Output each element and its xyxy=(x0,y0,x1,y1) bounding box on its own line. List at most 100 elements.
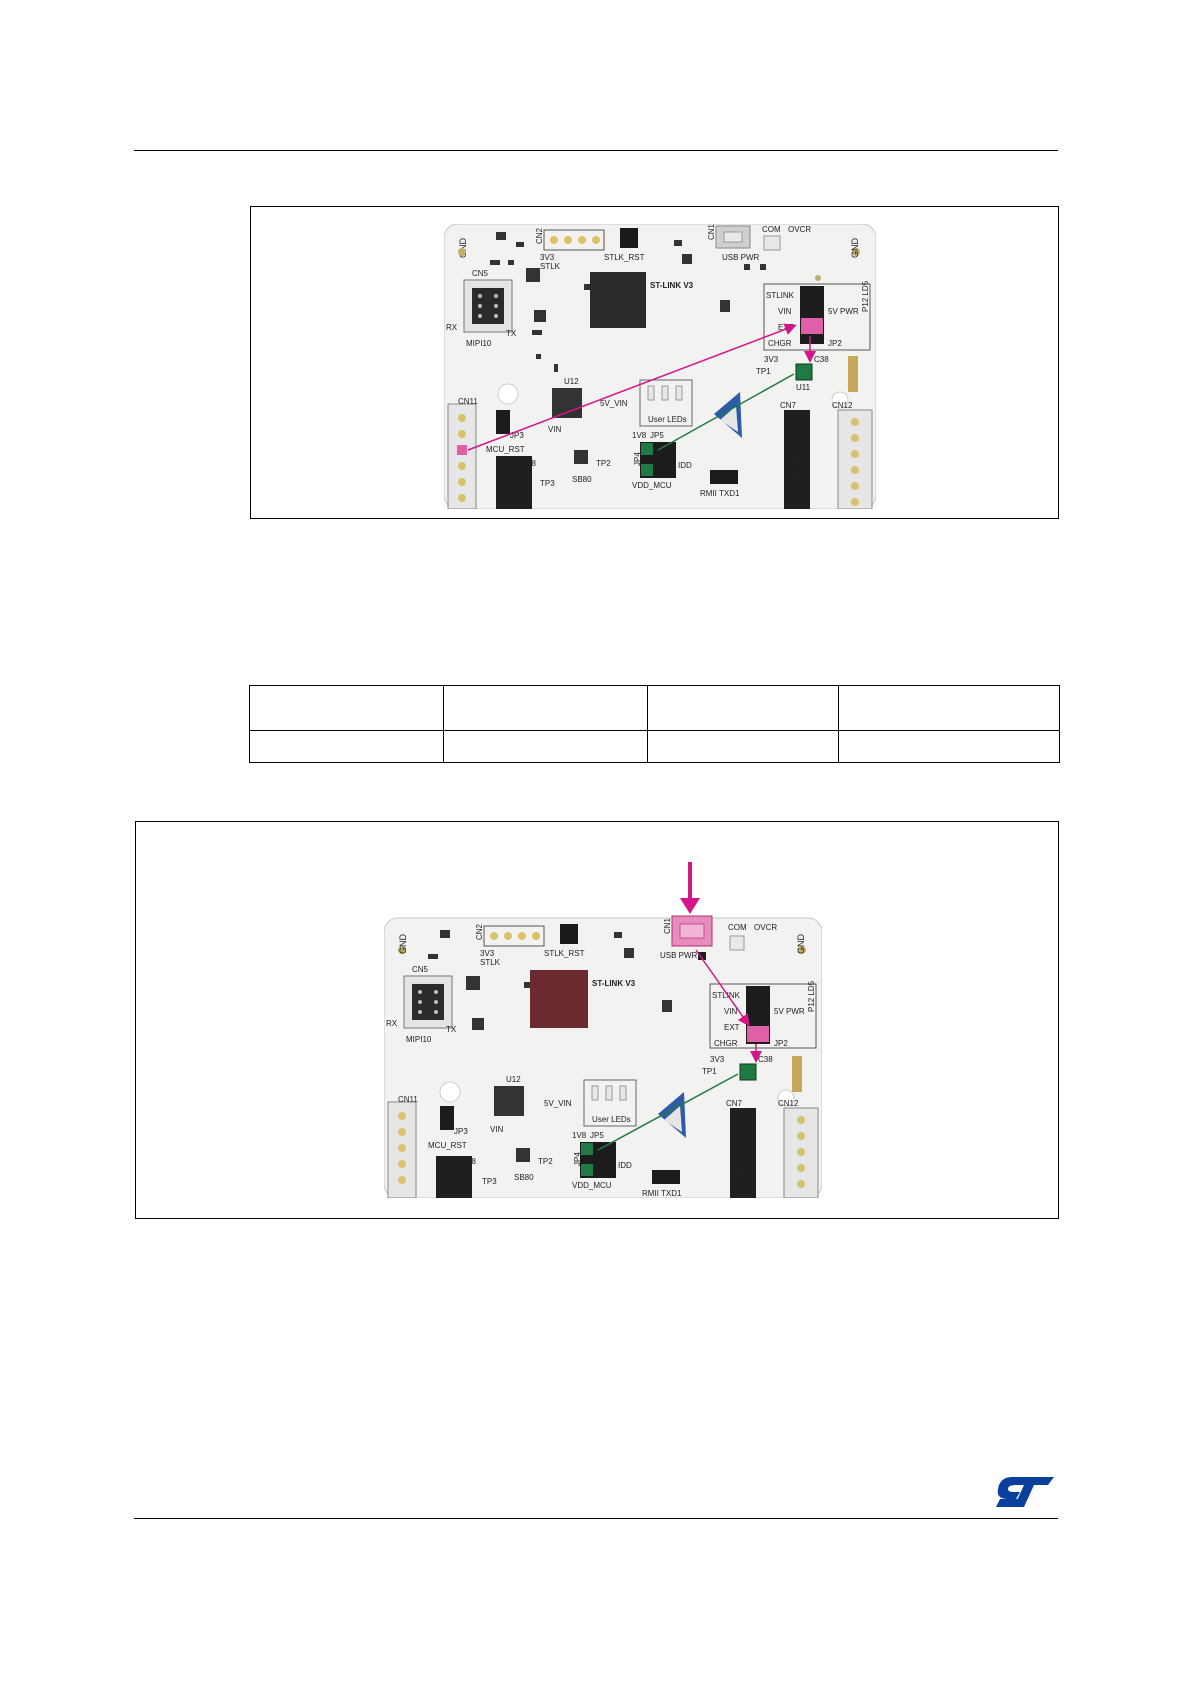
v5-vin-label-b: 5V_VIN xyxy=(544,1099,572,1108)
cn8-label: CN8 xyxy=(520,459,537,468)
cn5-label: CN5 xyxy=(472,269,489,278)
cn11-label: CN11 xyxy=(458,397,478,406)
table-header-cell xyxy=(838,685,1060,731)
rx-label: RX xyxy=(446,323,458,332)
v3-label-b: 3V3 xyxy=(480,949,495,958)
c38-label: C38 xyxy=(814,355,829,364)
board-image-bottom: GND GND CN2 3V3 STLK STLK_RST CN1 USB PW… xyxy=(384,862,822,1198)
user-leds-label: User LEDs xyxy=(648,415,687,424)
stlk-rst-label: STLK_RST xyxy=(604,253,645,262)
idd-green-line xyxy=(657,373,795,451)
tx-label: TX xyxy=(506,329,517,338)
jp5-label-b: JP5 xyxy=(590,1131,604,1140)
cn7-label: CN7 xyxy=(780,401,797,410)
ext-path-arrow xyxy=(467,323,797,451)
gnd-label-right: GND xyxy=(850,238,860,259)
stlink-label-b: STLINK xyxy=(712,991,741,1000)
u12-label: U12 xyxy=(564,377,579,386)
jp3-label: JP3 xyxy=(510,431,524,440)
figure-top-board: GND GND CN2 3V3 STLK STLK_RST CN1 USB PW… xyxy=(444,224,876,509)
gnd-label-left-b: GND xyxy=(398,934,408,955)
usb-pwr-label-b: USB PWR xyxy=(660,951,698,960)
table-cell xyxy=(443,730,648,763)
idd-label-b: IDD xyxy=(618,1161,632,1170)
header-rule xyxy=(134,150,1058,151)
c38-label-b: C38 xyxy=(758,1055,773,1064)
jp2-label-b: JP2 xyxy=(774,1039,788,1048)
cn12-label-b: CN12 xyxy=(778,1099,799,1108)
i2s-a-label-b: I2S_A xyxy=(737,1152,746,1174)
v5-pwr-label-b: 5V PWR xyxy=(774,1007,805,1016)
v1v8-label: 1V8 xyxy=(632,431,647,440)
tp2-label: TP2 xyxy=(596,459,611,468)
jp4-label-b: JP4 xyxy=(573,1152,582,1166)
gnd-label-right-b: GND xyxy=(796,934,806,955)
cn2-label-b: CN2 xyxy=(475,923,484,940)
com-label-b: COM xyxy=(728,923,747,932)
jp2-label: JP2 xyxy=(828,339,842,348)
usb-to-jp2-arrow xyxy=(695,949,750,1027)
stlk-label: STLK xyxy=(540,262,561,271)
jp3-label-b: JP3 xyxy=(454,1127,468,1136)
tp1-label-b: TP1 xyxy=(702,1067,717,1076)
cn7-label-b: CN7 xyxy=(726,1099,743,1108)
tp3-label-b: TP3 xyxy=(482,1177,497,1186)
vin-label-b: VIN xyxy=(724,1007,738,1016)
rmii-txd1-label: RMII TXD1 xyxy=(700,489,740,498)
tp1-v3-label: 3V3 xyxy=(764,355,779,364)
vdd-mcu-label: VDD_MCU xyxy=(632,481,672,490)
ext-label-b: EXT xyxy=(724,1023,740,1032)
tp3-label: TP3 xyxy=(540,479,555,488)
idd-green-line-b xyxy=(597,1073,739,1151)
ovcr-label: OVCR xyxy=(788,225,811,234)
v3-label: 3V3 xyxy=(540,253,555,262)
stlk-label-b: STLK xyxy=(480,958,501,967)
usb-pwr-label: USB PWR xyxy=(722,253,760,262)
mipi10-label: MIPI10 xyxy=(466,339,492,348)
v5-vin-label: 5V_VIN xyxy=(600,399,628,408)
sb80-label-b: SB80 xyxy=(514,1173,534,1182)
table-cell xyxy=(838,730,1060,763)
table-cell xyxy=(249,730,444,763)
table-header-cell xyxy=(443,685,648,731)
rx-label-b: RX xyxy=(386,1019,398,1028)
stlink-label: STLINK xyxy=(766,291,795,300)
cn11-label-b: CN11 xyxy=(398,1095,418,1104)
com-label: COM xyxy=(762,225,781,234)
figure-bottom-board: GND GND CN2 3V3 STLK STLK_RST CN1 USB PW… xyxy=(384,858,822,1198)
usb-input-arrow-head xyxy=(680,898,700,914)
st-link-v3-label-b: ST-LINK V3 xyxy=(592,979,636,988)
ld5-label-b: P12 LD5 xyxy=(807,980,816,1012)
tp2-label-b: TP2 xyxy=(538,1157,553,1166)
v1v8-label-b: 1V8 xyxy=(572,1131,587,1140)
sb80-label: SB80 xyxy=(572,475,592,484)
v5-pwr-label: 5V PWR xyxy=(828,307,859,316)
jp4-label: JP4 xyxy=(633,452,642,466)
table-header-cell xyxy=(249,685,444,731)
i2s-a-label: I2S_A xyxy=(791,456,800,478)
ld5-label: P12 LD5 xyxy=(861,280,870,312)
vdd-mcu-label-b: VDD_MCU xyxy=(572,1181,612,1190)
table-row xyxy=(249,685,1060,731)
gnd-label-left: GND xyxy=(458,238,468,259)
parameter-table xyxy=(249,685,1060,763)
st-logo-icon xyxy=(994,1475,1056,1514)
u12-label-b: U12 xyxy=(506,1075,521,1084)
st-link-v3-label: ST-LINK V3 xyxy=(650,281,694,290)
rmii-txd1-label-b: RMII TXD1 xyxy=(642,1189,682,1198)
user-leds-label-b: User LEDs xyxy=(592,1115,631,1124)
table-header-cell xyxy=(647,685,839,731)
mcu-rst-label-b: MCU_RST xyxy=(428,1141,467,1150)
vin-label: VIN xyxy=(778,307,792,316)
cn5-label-b: CN5 xyxy=(412,965,429,974)
vin-label-2: VIN xyxy=(548,425,562,434)
table-cell xyxy=(647,730,839,763)
mcu-rst-label: MCU_RST xyxy=(486,445,525,454)
cn12-label: CN12 xyxy=(832,401,853,410)
cn1-label: CN1 xyxy=(707,224,716,240)
ovcr-label-b: OVCR xyxy=(754,923,777,932)
chgr-label-b: CHGR xyxy=(714,1039,738,1048)
chgr-label: CHGR xyxy=(768,339,792,348)
board-image-top: GND GND CN2 3V3 STLK STLK_RST CN1 USB PW… xyxy=(444,224,876,509)
stlk-rst-label-b: STLK_RST xyxy=(544,949,585,958)
